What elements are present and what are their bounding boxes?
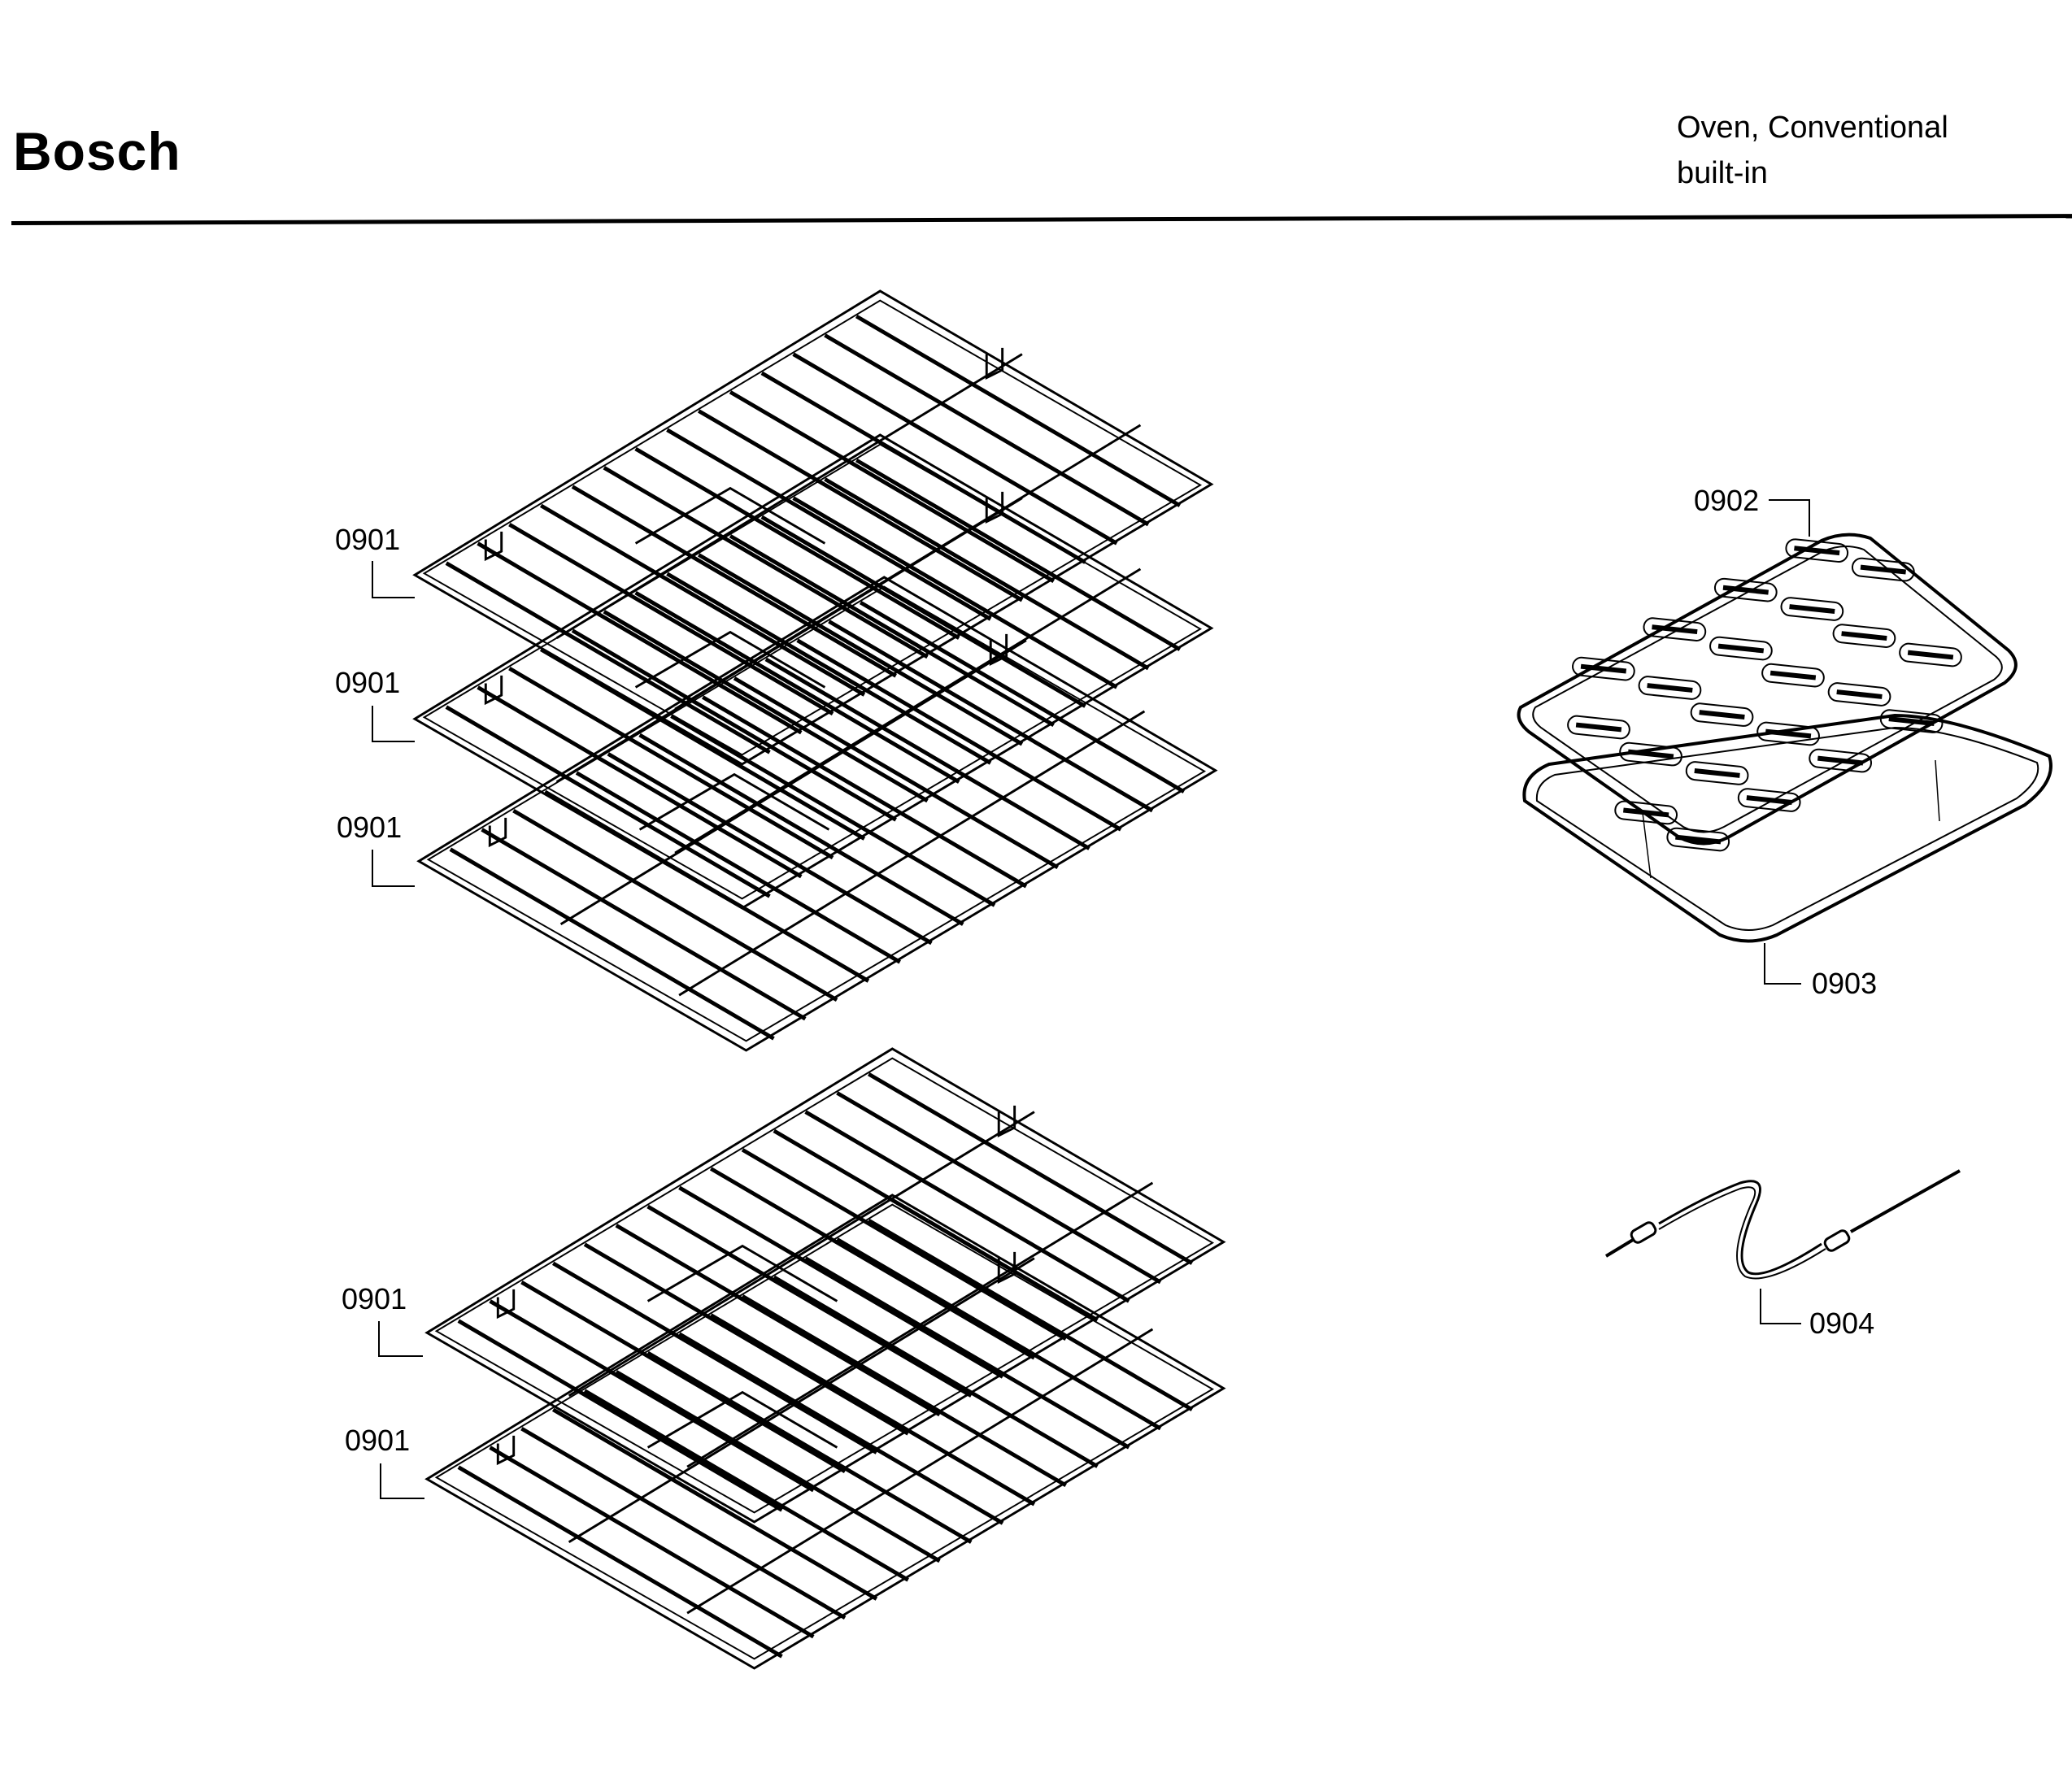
broil-grid [1517,533,2018,892]
callout-meat-probe: 0904 [1809,1307,1874,1340]
callout-rack-4: 0901 [342,1282,407,1315]
brand-title: Bosch [13,121,181,181]
broil-pan [1522,713,2052,943]
oven-rack-4 [427,1049,1224,1522]
callout-rack-2: 0901 [335,666,400,699]
product-type-line1: Oven, Conventional [1677,111,1948,145]
callout-rack-1: 0901 [335,523,400,556]
product-type-line2: built-in [1677,156,1768,190]
callout-broil-grid: 0902 [1694,484,1759,517]
meat-probe [1604,1169,1961,1280]
callout-broil-pan: 0903 [1812,967,1877,1000]
callout-rack-5: 0901 [345,1424,410,1457]
callout-rack-3: 0901 [337,811,402,844]
